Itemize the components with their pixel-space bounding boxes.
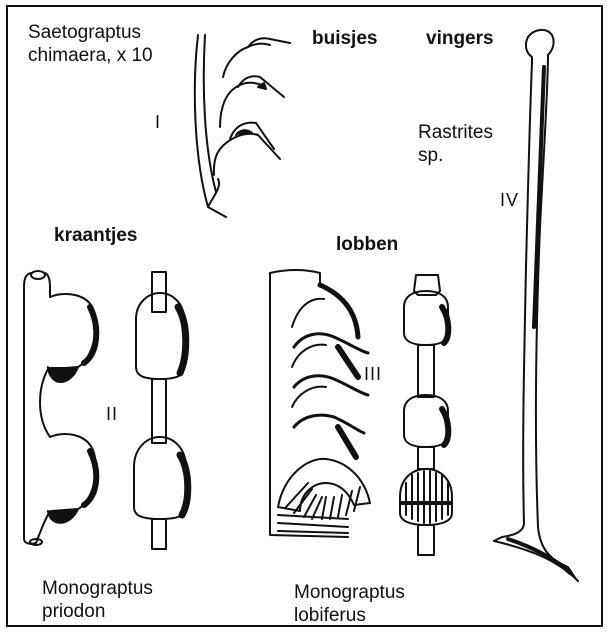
monograptus-priodon-left [24, 271, 96, 545]
priodon-name-line2: priodon [42, 600, 105, 623]
saetograptus-name-line2: chimaera, x 10 [28, 44, 153, 67]
kraantjes-label: kraantjes [54, 224, 137, 247]
rastrites-drawing [494, 30, 578, 581]
buisjes-label: buisjes [312, 27, 377, 50]
numeral-iii: III [364, 363, 382, 386]
lobiferus-name-line1: Monograptus [294, 581, 405, 604]
monograptus-lobiferus-left [270, 270, 370, 537]
saetograptus-drawing [195, 35, 290, 217]
specimen-drawings [8, 7, 605, 629]
monograptus-lobiferus-right [400, 275, 452, 555]
saetograptus-name-line1: Saetograptus [28, 21, 141, 44]
numeral-i: I [155, 111, 161, 134]
lobben-label: lobben [336, 233, 398, 256]
monograptus-priodon-right [134, 272, 188, 549]
lobiferus-name-line2: lobiferus [294, 604, 366, 627]
vingers-label: vingers [426, 27, 494, 50]
rastrites-name-line2: sp. [418, 144, 443, 167]
priodon-name-line1: Monograptus [42, 577, 153, 600]
fossil-plate: Saetograptus chimaera, x 10 I buisjes vi… [6, 5, 603, 627]
numeral-iv: IV [500, 189, 519, 212]
numeral-ii: II [106, 403, 118, 426]
rastrites-name-line1: Rastrites [418, 121, 493, 144]
